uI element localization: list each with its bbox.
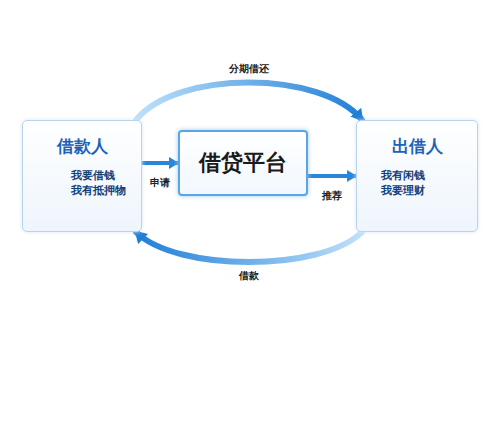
party-title: 借款人 (23, 135, 141, 158)
cycle-arrow (136, 83, 362, 121)
party-note: 我有闲钱 我要理财 (381, 168, 427, 198)
edge-label: 分期借还 (227, 62, 271, 76)
platform-title: 借贷平台 (199, 148, 287, 178)
flow-arrow (142, 161, 178, 165)
cycle-arrow (136, 232, 362, 262)
lender-box: 出借人我有闲钱 我要理财 (356, 120, 478, 232)
flow-arrow (308, 174, 356, 178)
edge-label: 推荐 (320, 189, 344, 203)
edge-label: 申请 (148, 176, 172, 190)
platform-box: 借贷平台 (178, 130, 308, 196)
party-title: 出借人 (357, 135, 477, 158)
borrower-box: 借款人我要借钱 我有抵押物 (22, 120, 142, 232)
party-note: 我要借钱 我有抵押物 (71, 168, 127, 198)
edge-label: 借款 (237, 269, 261, 283)
